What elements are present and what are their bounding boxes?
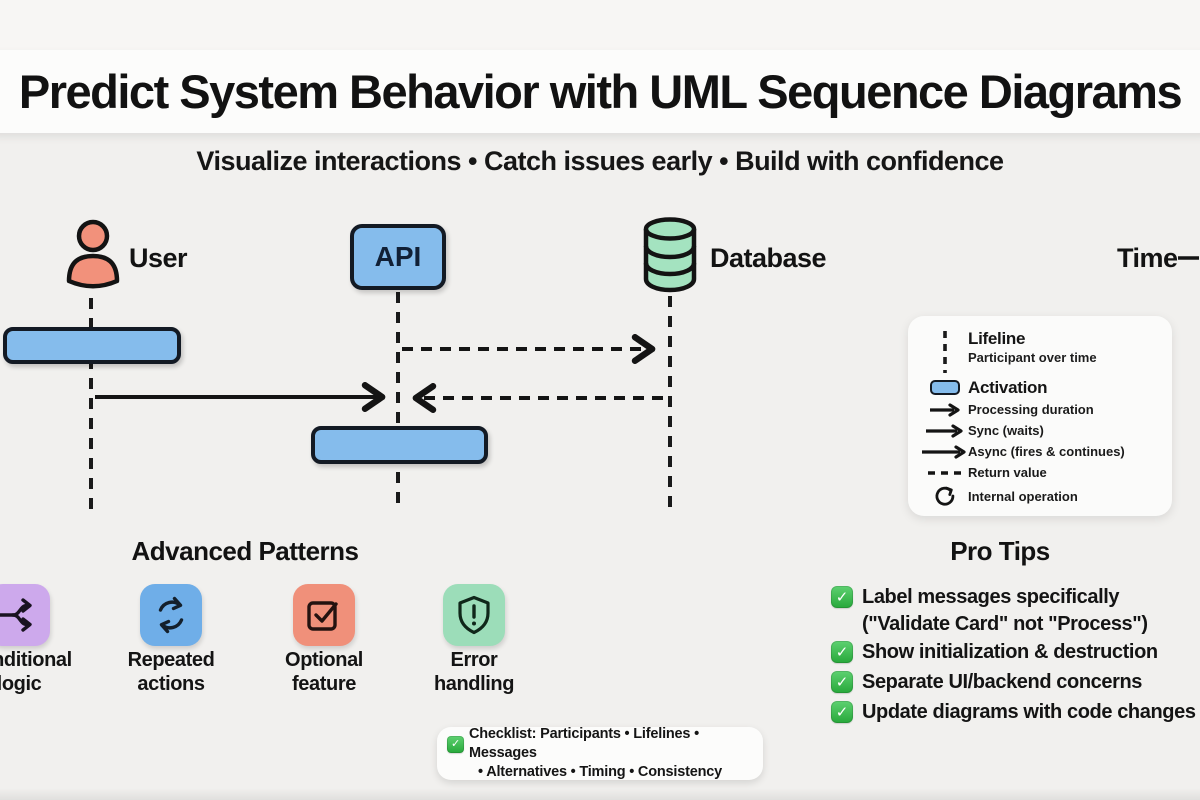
legend-label: Return value [968,465,1047,480]
shield-alert-icon [458,595,490,635]
check-icon: ✓ [831,671,853,693]
check-icon: ✓ [831,641,853,663]
legend-label: Sync (waits) [968,423,1044,438]
pro-tip-item: ✓ Label messages specifically [831,584,1120,610]
pro-tip-item: ✓ Show initialization & destruction [831,639,1158,665]
activation-bar-icon [930,380,960,395]
circular-arrow-icon [935,486,955,506]
legend-card: Lifeline Participant over time Activatio… [908,316,1172,516]
pro-tip-item-continuation: ("Validate Card" not "Process") [862,613,1148,635]
pattern-card-conditional [0,584,50,646]
checklist-pill: ✓ Checklist: Participants • Lifelines • … [437,725,763,780]
legend-label: Processing duration [968,402,1094,417]
legend-row-return: Return value [922,464,1160,481]
loop-icon [158,596,184,634]
legend-sublabel: Participant over time [968,350,1097,365]
solid-arrow-icon [926,423,963,438]
database-icon [643,217,697,293]
pattern-card-optional [293,584,355,646]
top-strip [0,0,1200,51]
page-title: Predict System Behavior with UML Sequenc… [18,65,1183,118]
bottom-edge-shadow [0,788,1200,800]
dashed-line-icon [928,470,962,475]
legend-row-sync: Sync (waits) [922,422,1160,439]
solid-arrow-icon [922,444,966,459]
participant-label-user: User [129,243,188,273]
time-label: Time [1117,243,1178,273]
legend-row-activation: Activation [922,378,1160,397]
check-icon: ✓ [447,735,464,753]
legend-row-processing: Processing duration [922,401,1160,418]
pattern-card-repeated [140,584,202,646]
pattern-label-repeated: Repeated actions [127,649,215,695]
check-icon: ✓ [831,701,853,723]
pattern-label-optional: Optional feature [285,649,363,695]
legend-label: Lifeline [968,329,1026,348]
pro-tip-item: ✓ Update diagrams with code changes [831,699,1196,725]
participant-label-database: Database [710,243,827,273]
legend-label: Internal operation [968,488,1078,504]
branch-icon [0,598,32,632]
legend-label: Async (fires & continues) [968,444,1125,459]
pro-tips-heading: Pro Tips [950,536,1050,566]
api-box: API [350,224,446,290]
advanced-patterns-heading: Advanced Patterns [131,536,359,566]
legend-row-internal: Internal operation [922,485,1160,507]
legend-label: Activation [968,378,1048,397]
checkbox-icon [307,601,338,631]
activation-bar-api [311,426,488,464]
activation-bar-user [3,327,181,364]
checklist-line-1: ✓ Checklist: Participants • Lifelines • … [447,725,753,763]
legend-row-lifeline: Lifeline Participant over time [922,329,1160,373]
page-subtitle: Visualize interactions • Catch issues ea… [196,146,1004,176]
pattern-card-error [443,584,505,646]
solid-arrow-icon [930,402,960,417]
pattern-label-conditional: Conditional logic [0,649,72,695]
pattern-label-error: Error handling [433,649,515,695]
checklist-line-2: • Alternatives • Timing • Consistency [478,764,722,780]
dashed-lifeline-icon [943,331,947,373]
check-icon: ✓ [831,586,853,608]
title-band: Predict System Behavior with UML Sequenc… [0,50,1200,133]
legend-row-async: Async (fires & continues) [922,443,1160,460]
person-icon [66,219,120,289]
pro-tip-item: ✓ Separate UI/backend concerns [831,669,1142,695]
participant-label-api: API [374,241,422,272]
